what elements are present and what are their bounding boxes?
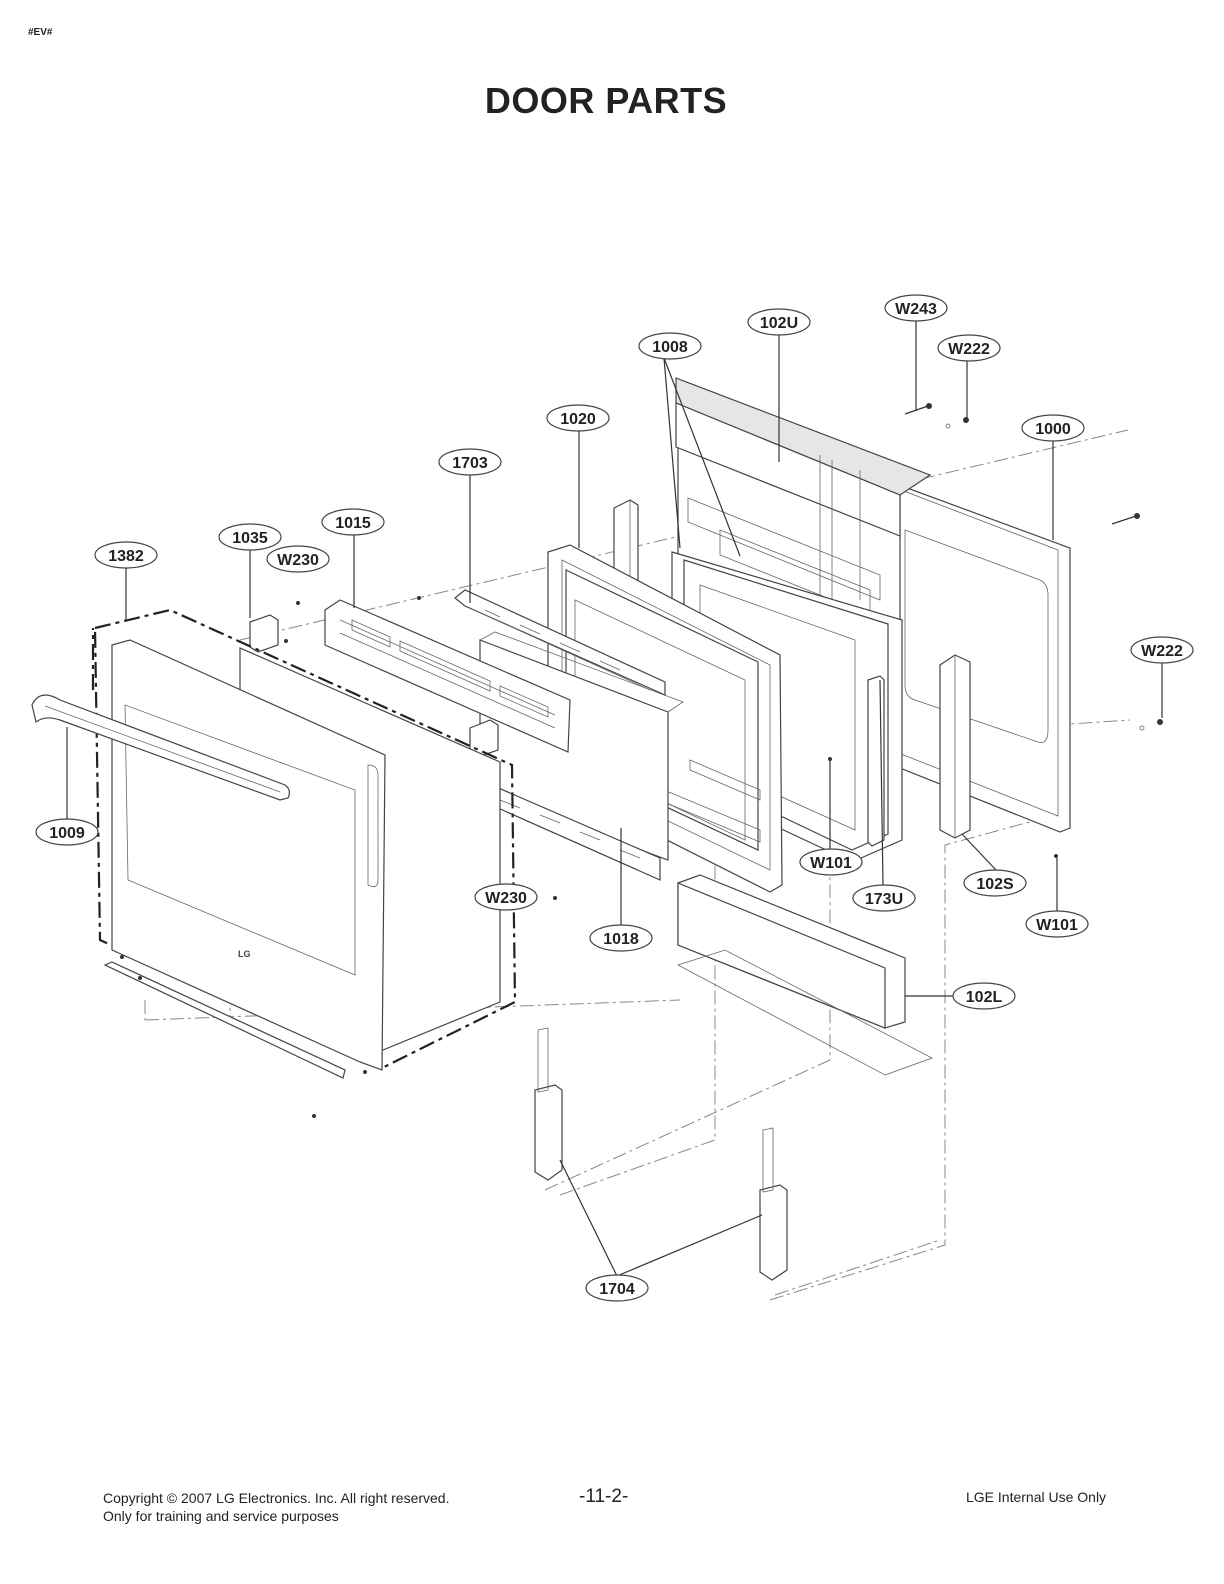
callout-w230-bottom: W230: [474, 883, 538, 911]
callout-label: 1018: [603, 931, 639, 948]
callout-1015: 1015: [321, 508, 385, 536]
callout-102u: 102U: [747, 308, 811, 336]
callout-label: 102L: [966, 989, 1003, 1006]
lg-logo: LG: [238, 949, 251, 959]
insulation-102l: [676, 874, 933, 1076]
callout-1008: 1008: [638, 332, 702, 360]
callout-label: W230: [277, 552, 319, 569]
callout-label: 1015: [335, 515, 371, 532]
callout-label: 1000: [1035, 421, 1071, 438]
leader-lines: [66, 320, 1163, 1277]
callout-label: 173U: [865, 891, 903, 908]
callout-label: W243: [895, 301, 937, 318]
callout-1382: 1382: [94, 541, 158, 569]
hinge-assembly-1704: [534, 1027, 788, 1281]
outer-door-panel: [111, 639, 501, 1071]
rear-frame-1000: [879, 477, 1071, 833]
door-glass-1382: [91, 608, 517, 1070]
callouts: W243 102U 1008 W222 1020 1000 1703 1015: [35, 294, 1194, 1302]
callout-w230-top: W230: [266, 545, 330, 573]
callout-w243: W243: [884, 294, 948, 322]
callout-label: 102U: [760, 315, 798, 332]
callout-w101-right: W101: [1025, 910, 1089, 938]
callout-w222-right: W222: [1130, 636, 1194, 664]
hinge-1035: [249, 614, 499, 758]
callout-label: W222: [948, 341, 990, 358]
bracket-frame-1015: [324, 599, 571, 753]
frame-1703: [454, 589, 666, 881]
bottom-trim: [103, 961, 346, 1079]
callout-173u: 173U: [852, 884, 916, 912]
callout-w222-top: W222: [937, 334, 1001, 362]
callout-w101-mid: W101: [799, 848, 863, 876]
callout-1035: 1035: [218, 523, 282, 551]
callout-label: 1703: [452, 455, 488, 472]
callout-label: 1008: [652, 339, 688, 356]
callout-label: W101: [810, 855, 852, 872]
callout-label: 1035: [232, 530, 268, 547]
footer-copyright-block: Copyright © 2007 LG Electronics. Inc. Al…: [103, 1489, 449, 1525]
callout-1000: 1000: [1021, 414, 1085, 442]
callout-label: 1020: [560, 411, 596, 428]
footer-internal-note: LGE Internal Use Only: [966, 1489, 1107, 1505]
footer-training-note: Only for training and service purposes: [103, 1508, 339, 1524]
callout-label: W230: [485, 890, 527, 907]
callout-label: 1382: [108, 548, 144, 565]
page-number: -11-2-: [579, 1486, 629, 1507]
footer-copyright: Copyright © 2007 LG Electronics. Inc. Al…: [103, 1490, 450, 1506]
callout-label: W222: [1141, 643, 1183, 660]
callout-label: 1009: [49, 825, 85, 842]
callout-label: 1704: [599, 1281, 635, 1298]
callout-102l: 102L: [952, 982, 1016, 1010]
handle-1009: [31, 694, 291, 801]
callout-label: 102S: [976, 876, 1014, 893]
callout-1009: 1009: [35, 818, 99, 846]
page-title: DOOR PARTS: [484, 80, 728, 121]
callout-1018: 1018: [589, 924, 653, 952]
callout-label: W101: [1036, 917, 1078, 934]
callout-1020: 1020: [546, 404, 610, 432]
callout-102s: 102S: [963, 869, 1027, 897]
callout-1703: 1703: [438, 448, 502, 476]
document-code: #EV#: [28, 27, 53, 38]
callout-1704: 1704: [585, 1274, 649, 1302]
